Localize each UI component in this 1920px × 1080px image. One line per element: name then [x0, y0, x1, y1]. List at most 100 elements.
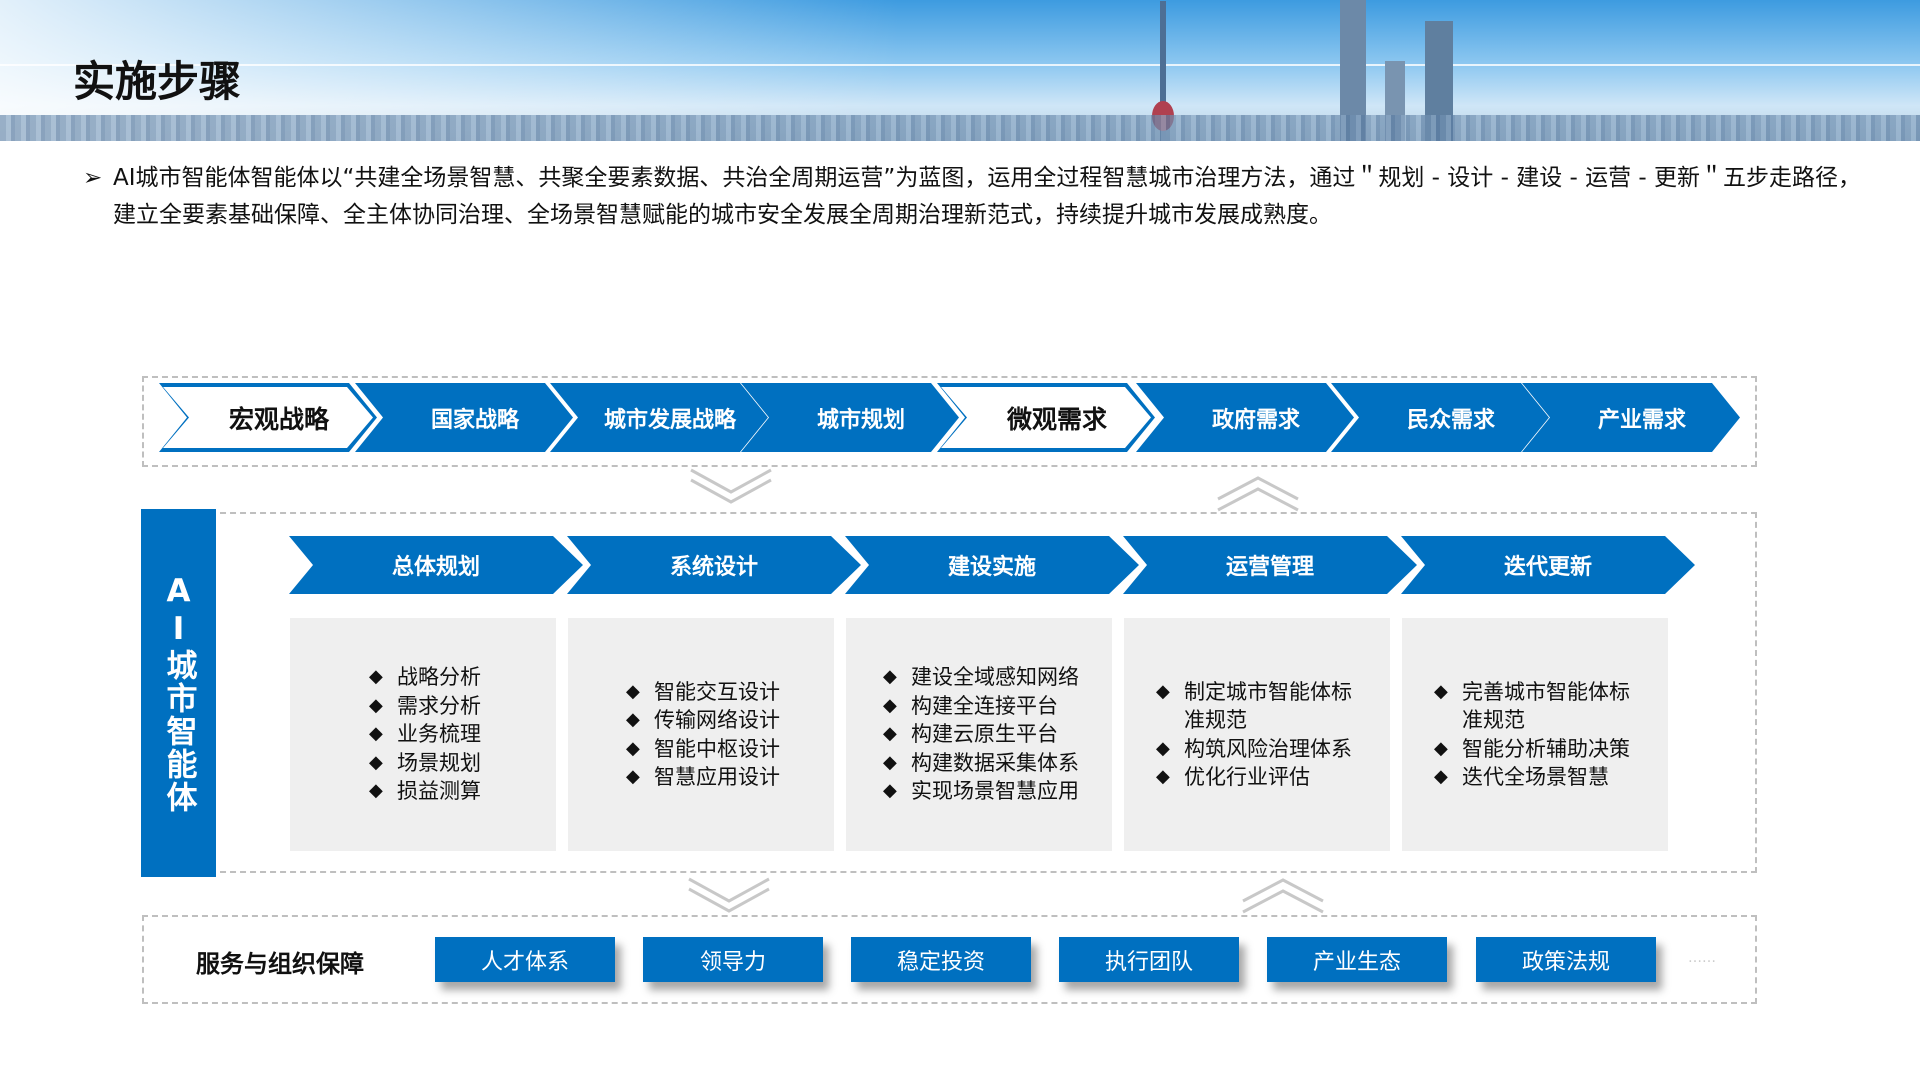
- diamond-bullet-icon: ◆: [369, 694, 383, 716]
- item-text: 构筑风险治理体系: [1184, 736, 1352, 761]
- diamond-bullet-icon: ◆: [1434, 737, 1448, 759]
- diamond-bullet-icon: ◆: [1434, 680, 1448, 702]
- item-text: 迭代全场景智慧: [1462, 765, 1609, 789]
- diamond-bullet-icon: ◆: [1156, 766, 1170, 787]
- step-items: ◆战略分析◆需求分析◆业务梳理◆场景规划◆损益测算: [365, 663, 481, 806]
- service-button[interactable]: 稳定投资: [851, 937, 1031, 982]
- need-label: 政府需求: [1211, 407, 1300, 433]
- intro-text: AI城市智能体智能体以“共建全场景智慧、共聚全要素数据、共治全周期运营”为蓝图，…: [113, 165, 1862, 228]
- diamond-bullet-icon: ◆: [369, 751, 383, 773]
- service-button[interactable]: 人才体系: [435, 937, 615, 982]
- need-chevron: 国家战略: [355, 383, 573, 452]
- step-card: ◆ 制定城市智能体标准规范 ◆ 构筑风险治理体系 ◆ 优化行业评估: [1124, 618, 1390, 851]
- need-chevron: 微观需求: [937, 383, 1155, 452]
- step-card: ◆建设全域感知网络◆构建全连接平台◆构建云原生平台◆构建数据采集体系◆实现场景智…: [846, 618, 1112, 851]
- list-item: ◆ 需求分析: [365, 692, 481, 721]
- chevron-up-icon: [1217, 476, 1299, 512]
- need-label: 微观需求: [1006, 404, 1107, 434]
- item-text: 构建云原生平台: [911, 722, 1058, 747]
- intro-paragraph: ➢ AI城市智能体智能体以“共建全场景智慧、共聚全要素数据、共治全周期运营”为蓝…: [83, 160, 1873, 234]
- diamond-bullet-icon: ◆: [883, 751, 897, 773]
- step-chevron: 运营管理: [1123, 536, 1417, 594]
- item-text: 业务梳理: [397, 722, 481, 747]
- diamond-bullet-icon: ◆: [369, 780, 383, 802]
- need-chevron: 产业需求: [1522, 383, 1740, 452]
- list-item: ◆构建全连接平台: [879, 692, 1079, 721]
- step-label: 建设实施: [947, 555, 1036, 580]
- need-chevron: 宏观战略: [159, 383, 377, 452]
- need-label: 城市发展战略: [603, 407, 736, 433]
- list-item: ◆损益测算: [365, 777, 481, 806]
- item-text: 场景规划: [397, 750, 481, 775]
- need-label: 产业需求: [1597, 407, 1686, 433]
- item-text: 需求分析: [397, 693, 481, 718]
- list-item: ◆战略分析: [365, 663, 481, 692]
- need-chevron: 民众需求: [1331, 383, 1549, 452]
- step-card: ◆智能交互设计◆传输网络设计◆智能中枢设计◆智慧应用设计: [568, 618, 834, 851]
- arrowhead-bullet-icon: ➢: [83, 165, 103, 191]
- diamond-bullet-icon: ◆: [626, 680, 640, 702]
- list-item: ◆ 构建云原生平台: [879, 720, 1079, 749]
- diamond-bullet-icon: ◆: [1156, 680, 1170, 702]
- item-text: 制定城市智能体标准规范: [1184, 679, 1352, 733]
- step-chevron: 总体规划: [289, 536, 583, 594]
- diamond-bullet-icon: ◆: [626, 766, 640, 787]
- list-item: ◆ 构筑风险治理体系: [1152, 735, 1362, 764]
- step-card: ◆战略分析◆需求分析◆业务梳理◆场景规划◆损益测算: [290, 618, 556, 851]
- list-item: ◆ 智能交互设计: [622, 678, 780, 707]
- list-item: ◆ 场景规划: [365, 749, 481, 778]
- diamond-bullet-icon: ◆: [626, 737, 640, 759]
- step-items: ◆智能交互设计◆传输网络设计◆智能中枢设计◆智慧应用设计: [622, 678, 780, 792]
- needs-frame: [142, 376, 1757, 467]
- services-frame: [142, 915, 1757, 1004]
- step-chevron: 建设实施: [845, 536, 1139, 594]
- item-text: 优化行业评估: [1184, 765, 1310, 789]
- list-item: ◆ 实现场景智慧应用: [879, 777, 1079, 806]
- step-card: ◆ 完善城市智能体标准规范 ◆ 智能分析辅助决策 ◆ 迭代全场景智慧: [1402, 618, 1668, 851]
- item-text: 战略分析: [397, 665, 481, 690]
- need-chevron: 城市发展战略: [550, 383, 768, 452]
- list-item: ◆ 智能中枢设计: [622, 735, 780, 764]
- item-text: 建设全域感知网络: [911, 665, 1079, 690]
- chevron-up-icon: [1242, 878, 1324, 914]
- diamond-bullet-icon: ◆: [1434, 766, 1448, 787]
- diamond-bullet-icon: ◆: [883, 723, 897, 745]
- more-ellipsis: ……: [1688, 950, 1716, 966]
- need-label: 宏观战略: [228, 404, 329, 434]
- diamond-bullet-icon: ◆: [883, 666, 897, 688]
- need-label: 城市规划: [816, 407, 905, 433]
- item-text: 完善城市智能体标准规范: [1462, 679, 1630, 733]
- list-item: ◆传输网络设计: [622, 706, 780, 735]
- list-item: ◆业务梳理: [365, 720, 481, 749]
- service-button[interactable]: 产业生态: [1267, 937, 1447, 982]
- list-item: ◆智慧应用设计: [622, 763, 780, 792]
- item-text: 智能中枢设计: [654, 736, 780, 761]
- services-label: 服务与组织保障: [196, 950, 364, 978]
- item-text: 智能交互设计: [654, 679, 780, 704]
- list-item: ◆ 优化行业评估: [1152, 763, 1362, 792]
- item-text: 智能分析辅助决策: [1462, 736, 1630, 761]
- need-chevron: 城市规划: [741, 383, 959, 452]
- item-text: 构建全连接平台: [911, 693, 1058, 718]
- step-label: 运营管理: [1225, 555, 1314, 580]
- need-label: 民众需求: [1406, 407, 1495, 433]
- item-text: 实现场景智慧应用: [911, 779, 1079, 804]
- list-item: ◆ 迭代全场景智慧: [1430, 763, 1640, 792]
- service-button[interactable]: 领导力: [643, 937, 823, 982]
- need-chevron: 政府需求: [1136, 383, 1354, 452]
- need-label: 国家战略: [430, 407, 519, 433]
- step-label: 系统设计: [669, 555, 758, 580]
- diamond-bullet-icon: ◆: [626, 709, 640, 730]
- step-items: ◆ 制定城市智能体标准规范 ◆ 构筑风险治理体系 ◆ 优化行业评估: [1152, 678, 1362, 792]
- diamond-bullet-icon: ◆: [883, 780, 897, 802]
- service-button[interactable]: 执行团队: [1059, 937, 1239, 982]
- service-button[interactable]: 政策法规: [1476, 937, 1656, 982]
- list-item: ◆ 制定城市智能体标准规范: [1152, 678, 1362, 735]
- header-banner: [0, 0, 1920, 141]
- step-chevron: 系统设计: [567, 536, 861, 594]
- list-item: ◆ 建设全域感知网络: [879, 663, 1079, 692]
- step-label: 总体规划: [391, 555, 480, 580]
- diamond-bullet-icon: ◆: [1156, 737, 1170, 759]
- step-label: 迭代更新: [1503, 555, 1592, 580]
- page-title: 实施步骤: [73, 57, 242, 106]
